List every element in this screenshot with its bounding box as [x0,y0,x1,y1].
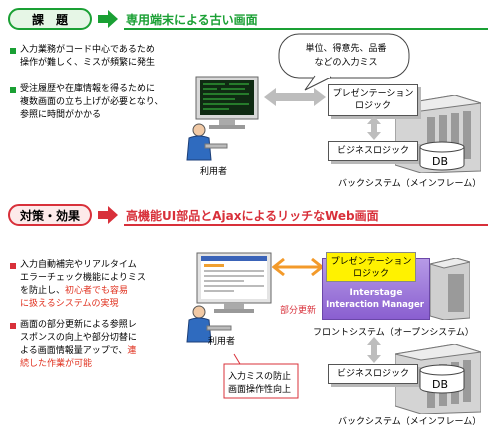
issue-bullet-2-line-2: 複数画面の立ち上げが必要となり、 [20,97,164,107]
solution-bullet-2-line-3-black: よる画面情報量アップで、 [20,346,128,356]
issue-bullet-1-line-2: 操作が難しく、ミスが頻繁に発生 [20,58,156,68]
bottom-business-logic-label: ビジネスロジック [336,369,409,379]
web-monitor-icon [196,252,272,313]
solution-bullet-2-line-3-red: 連 [127,346,137,356]
bottom-presentation-line-1: プレゼンテーション [330,257,412,267]
bottom-user-label: 利用者 [208,337,236,347]
partial-update-label: 部分更新 [280,306,317,316]
benefit-callout [223,353,299,399]
solution-pill-label: 対策・効果 [19,208,80,223]
top-presentation-line-2: ロジック [354,101,391,111]
solution-bullet-1-line-1: 入力自動補完やリアルタイム [20,260,137,270]
solution-header-underline [124,224,488,226]
solution-bullet-2-line-4: 続した作業が可能 [20,359,93,369]
bottom-presentation-logic-box: プレゼンテーション ロジック [326,252,416,282]
issue-bullet-1-line-1: 入力業務がコード中心であるため [20,45,155,55]
terminal-monitor-icon [195,76,259,129]
issue-header-underline [124,28,488,30]
solution-pill: 対策・効果 [8,204,92,226]
bottom-presentation-line-2: ロジック [352,269,389,279]
issue-header-title: 専用端末による古い画面 [126,13,258,27]
interstage-line-2: Interaction Manager [326,300,424,310]
solution-bullet-1-line-2: エラーチェック機能によりミス [20,273,146,283]
front-server-icon [430,258,470,320]
bullet-marker [10,263,16,269]
benefit-line-2: 画面操作性向上 [228,385,292,395]
database-icon [419,364,465,394]
user-person-icon [186,123,228,161]
solution-bullet-1-line-3-red: 初心者でも容易 [65,286,129,296]
user-person-icon [186,305,232,343]
bullet-marker [10,87,16,93]
top-business-logic-box: ビジネスロジック [328,141,418,161]
issue-pill: 課 題 [8,8,92,30]
solution-bullet-1-line-3: を防止し、初心者でも容易 [20,285,128,298]
bidirectional-arrow-icon [264,88,326,106]
issue-arrow-icon [98,10,118,28]
solution-bullet-2-line-1: 画面の部分更新による参照レ [20,320,137,330]
solution-header-title: 高機能UI部品とAjaxによるリッチなWeb画面 [126,209,379,223]
vertical-arrow-icon [367,337,381,363]
bullet-marker [10,323,16,329]
solution-bullet-2-line-3: よる画面情報量アップで、連 [20,345,136,358]
callout-line-2: などの入力ミス [314,58,378,68]
bottom-business-logic-box: ビジネスロジック [328,364,418,384]
issue-bullet-2-line-1: 受注履歴や在庫情報を得るために [20,84,156,94]
solution-bullet-2-line-2: スポンスの向上や部分切替に [20,333,137,343]
database-icon [419,141,465,171]
top-system-caption: バックシステム（メインフレーム） [338,179,482,189]
back-system-caption: バックシステム（メインフレーム） [338,417,482,427]
interstage-line-1: Interstage [349,288,403,298]
issue-pill-label: 課 題 [31,12,68,27]
input-error-callout [278,33,410,91]
vertical-arrow-icon [367,116,381,140]
top-presentation-line-1: プレゼンテーション [332,89,414,99]
top-business-logic-label: ビジネスロジック [336,146,409,156]
bottom-db-label: DB [432,378,449,391]
top-db-label: DB [432,155,449,168]
top-user-label: 利用者 [200,167,228,177]
solution-arrow-icon [98,206,118,224]
benefit-line-1: 入力ミスの防止 [228,372,292,382]
front-system-caption: フロントシステム（オープンシステム） [313,328,474,338]
solution-bullet-1-line-3-black: を防止し、 [20,286,66,296]
callout-line-1: 単位、得意先、品番 [305,44,387,54]
top-presentation-logic-box: プレゼンテーション ロジック [328,84,418,116]
bullet-marker [10,48,16,54]
issue-bullet-2-line-3: 参照に時間がかかる [20,110,102,120]
solution-bullet-1-line-4: に扱えるシステムの実現 [20,299,119,309]
orange-bidirectional-arrow-icon [272,257,324,277]
